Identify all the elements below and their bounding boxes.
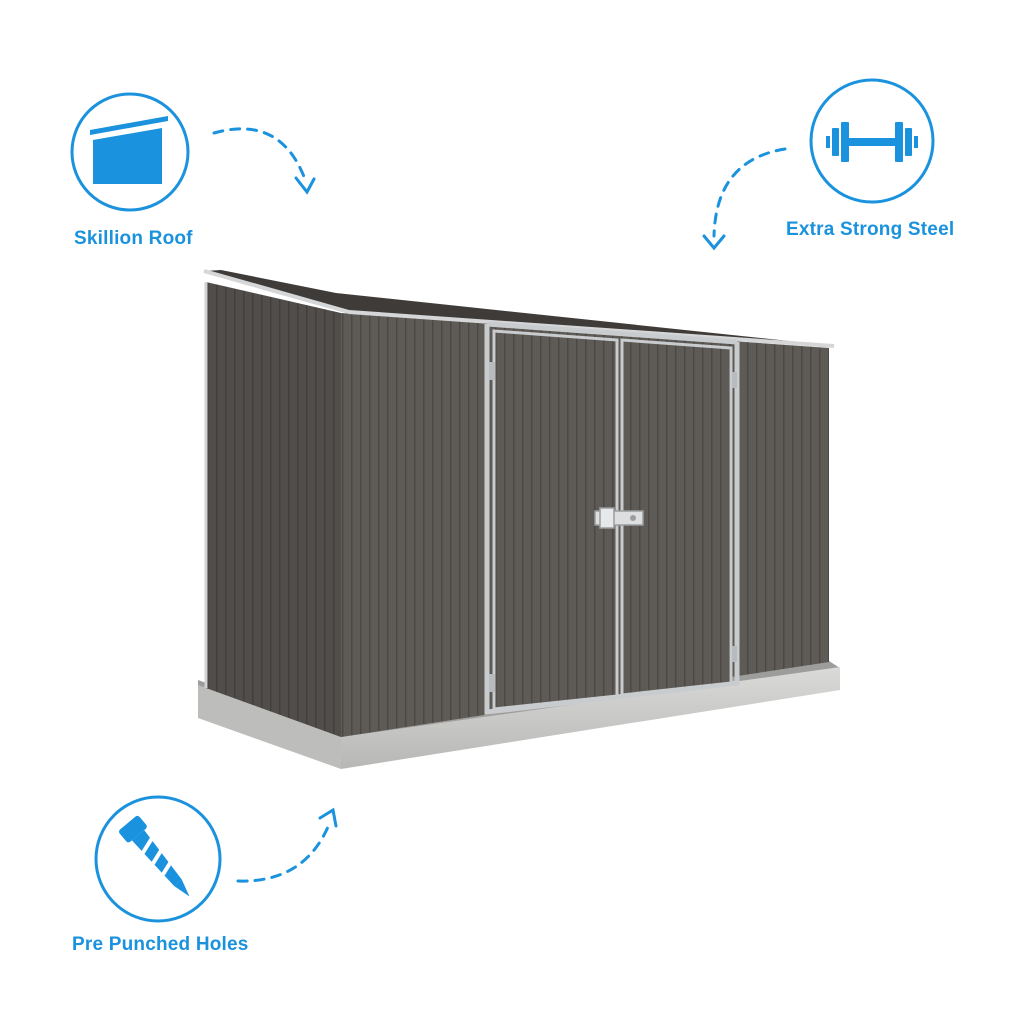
base-slab-side: [198, 685, 341, 769]
pre-punched-holes-feature: [94, 795, 222, 923]
dashed-arrow-holes: [236, 807, 338, 883]
right-door: [620, 338, 733, 697]
dumbbell-icon-ring: [809, 78, 935, 204]
left-door: [492, 329, 619, 711]
shed-illustration: [198, 269, 840, 769]
shed-side-wall: [206, 282, 341, 737]
door-hinges: [489, 362, 737, 692]
pre-punched-holes-label: Pre Punched Holes: [72, 934, 249, 955]
skillion-roof-icon: [90, 116, 168, 184]
extra-strong-steel-label: Extra Strong Steel: [786, 219, 955, 240]
roof-flashing: [203, 269, 835, 348]
screw-icon-ring: [94, 795, 222, 923]
base-slab-front: [341, 667, 840, 769]
skillion-roof-feature: [70, 92, 190, 212]
extra-strong-steel-feature: [809, 78, 935, 204]
dashed-arrow-roof: [212, 127, 316, 195]
dashed-arrow-steel: [702, 147, 787, 251]
skillion-roof-label: Skillion Roof: [74, 228, 193, 249]
door-latch: [594, 507, 644, 529]
screw-icon: [119, 815, 190, 897]
skillion-roof-icon-ring: [70, 92, 190, 212]
dumbbell-icon: [826, 122, 918, 162]
